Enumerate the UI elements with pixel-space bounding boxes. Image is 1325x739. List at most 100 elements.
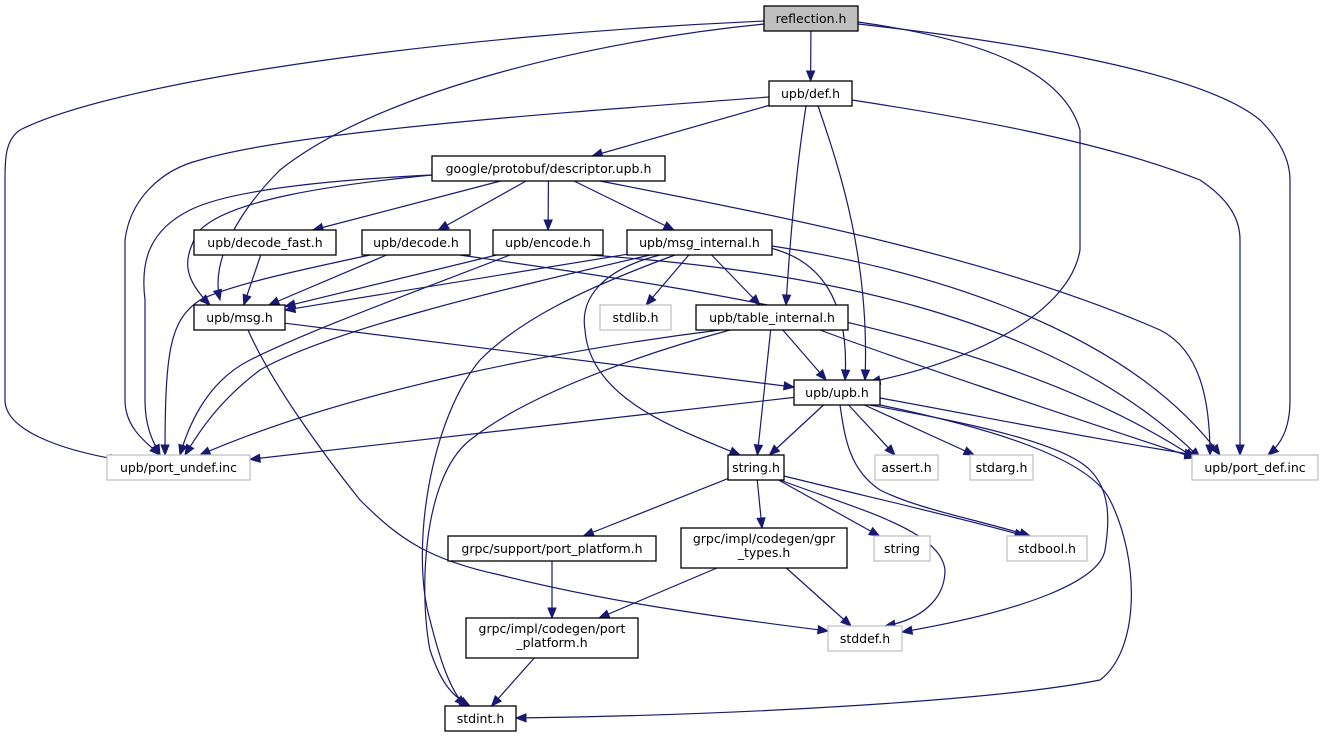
edge-table_internal-to-string_h	[756, 329, 772, 456]
edge-decode_fast-to-msg-arrowhead	[242, 293, 252, 307]
node-box	[444, 705, 517, 732]
edge-upb-to-port_undef	[249, 396, 795, 460]
node-port-platform-codegen[interactable]: grpc/impl/codegen/port_platform.h	[465, 617, 639, 659]
edge-gpr_types-to-stddef-arrowhead	[840, 615, 853, 627]
node-decode[interactable]: upb/decode.h	[361, 229, 471, 256]
edge-msg_internal-to-msg	[284, 253, 628, 311]
edge-encode-to-port_def	[589, 254, 1201, 459]
node-table-internal[interactable]: upb/table_internal.h	[695, 304, 849, 331]
edge-upb-to-stddef-arrowhead	[900, 625, 914, 635]
node-label: grpc/impl/codegen/port	[479, 621, 626, 636]
node-reflection: reflection.h	[763, 5, 859, 32]
node-label: upb/def.h	[781, 86, 840, 101]
edge-encode-to-port_undef	[179, 254, 511, 456]
edge-upb-to-port_undef-arrowhead	[248, 453, 261, 463]
edge-string_h-to-gpr_types-arrowhead	[756, 517, 766, 530]
node-box	[874, 454, 939, 481]
node-box	[768, 80, 853, 107]
edge-gpr_types-to-stddef	[785, 567, 852, 627]
node-descriptor[interactable]: google/protobuf/descriptor.upb.h	[431, 155, 666, 182]
edge-reflection-to-port_undef	[4, 20, 765, 461]
edge-msg_internal-to-msg-arrowhead	[283, 303, 297, 314]
edge-msg-to-stddef	[247, 329, 829, 632]
edge-def-to-port_def-arrowhead	[1235, 444, 1245, 457]
edge-descriptor-to-decode	[438, 180, 527, 231]
edge-msg_internal-to-upb	[769, 247, 847, 381]
node-box	[1006, 535, 1088, 562]
node-port-def[interactable]: upb/port_def.inc	[1191, 454, 1319, 481]
node-label: _platform.h	[515, 635, 587, 650]
edge-string_h-to-stddef	[779, 479, 946, 627]
edge-def-to-table_internal	[785, 105, 807, 306]
node-label: upb/decode_fast.h	[207, 235, 322, 250]
edge-port_platform_codegen-to-stdint	[491, 657, 535, 707]
node-def[interactable]: upb/def.h	[768, 80, 853, 107]
node-box	[793, 379, 881, 406]
node-label: upb/port_def.inc	[1204, 460, 1305, 475]
node-stdarg[interactable]: stdarg.h	[969, 454, 1034, 481]
edge-descriptor-to-msg	[187, 174, 433, 306]
edge-decode-to-msg-arrowhead	[267, 296, 281, 306]
node-stdbool[interactable]: stdbool.h	[1006, 535, 1088, 562]
node-stddef[interactable]: stddef.h	[827, 625, 903, 652]
node-box	[763, 5, 859, 32]
edge-msg_internal-to-table_internal-arrowhead	[749, 294, 761, 306]
node-port-platform-support[interactable]: grpc/support/port_platform.h	[447, 535, 657, 562]
node-label: stdint.h	[457, 711, 505, 726]
node-upb[interactable]: upb/upb.h	[793, 379, 881, 406]
edge-port_platform_support-to-port_platform_codegen-arrowhead	[547, 607, 557, 620]
edge-msg_internal-to-string_h-arrowhead	[728, 446, 742, 456]
edge-msg_internal-to-stdlib	[645, 254, 690, 306]
node-label: stddef.h	[840, 631, 890, 646]
edge-descriptor-to-decode-arrowhead	[437, 220, 450, 231]
node-label: grpc/support/port_platform.h	[461, 541, 642, 556]
node-label: reflection.h	[776, 11, 847, 26]
edge-descriptor-to-msg_internal-arrowhead	[662, 221, 676, 231]
edge-descriptor-to-msg_internal	[573, 180, 675, 231]
edge-reflection-to-upb	[857, 21, 1081, 383]
node-decode-fast[interactable]: upb/decode_fast.h	[193, 229, 337, 256]
node-box	[626, 229, 773, 256]
edge-descriptor-to-msg-arrowhead	[199, 294, 211, 306]
node-box	[599, 304, 672, 331]
edge-upb-to-port_def	[879, 397, 1196, 456]
edge-descriptor-to-encode-arrowhead	[543, 219, 553, 232]
edge-decode-to-port_undef	[164, 254, 371, 456]
node-assert[interactable]: assert.h	[874, 454, 939, 481]
edge-table_internal-to-port_def	[819, 329, 1196, 459]
edge-string_h-to-string-arrowhead	[867, 526, 881, 537]
node-stdlib[interactable]: stdlib.h	[599, 304, 672, 331]
node-box	[431, 155, 666, 182]
node-box	[727, 454, 785, 481]
edge-string_h-to-port_platform_support	[583, 478, 729, 537]
edge-reflection-to-def-arrowhead	[805, 70, 816, 83]
nodes-layer: reflection.h upb/def.h google/protobuf/des…	[106, 5, 1319, 732]
node-box	[680, 527, 848, 569]
edge-descriptor-to-decode_fast	[312, 180, 501, 231]
node-label: stdlib.h	[612, 310, 658, 325]
node-stdint[interactable]: stdint.h	[444, 705, 517, 732]
node-box	[465, 617, 639, 659]
node-msg[interactable]: upb/msg.h	[193, 304, 286, 331]
node-msg-internal[interactable]: upb/msg_internal.h	[626, 229, 773, 256]
edge-msg-to-upb	[284, 322, 795, 388]
node-string[interactable]: string	[873, 535, 931, 562]
node-label: google/protobuf/descriptor.upb.h	[446, 161, 652, 176]
edge-table_internal-to-upb-arrowhead	[815, 368, 828, 382]
edge-table_internal-to-upb	[782, 329, 827, 381]
edge-msg_internal-to-string_h	[583, 254, 741, 456]
node-label: string	[884, 541, 920, 556]
edge-msg_internal-to-upb-arrowhead	[840, 369, 851, 382]
edge-upb-to-assert-arrowhead	[884, 444, 896, 456]
node-encode[interactable]: upb/encode.h	[492, 229, 604, 256]
edge-upb-to-stdint-arrowhead	[514, 713, 527, 723]
node-string-h[interactable]: string.h	[727, 454, 785, 481]
edge-def-to-port_undef	[124, 96, 770, 456]
edge-def-to-upb	[817, 105, 867, 381]
edge-upb-to-string_h	[769, 404, 824, 456]
edge-reflection-to-port_def	[857, 23, 1291, 456]
node-gpr-types[interactable]: grpc/impl/codegen/gpr_types.h	[680, 527, 848, 569]
node-port-undef[interactable]: upb/port_undef.inc	[106, 454, 251, 481]
edge-msg_internal-to-stdlib-arrowhead	[645, 293, 657, 307]
